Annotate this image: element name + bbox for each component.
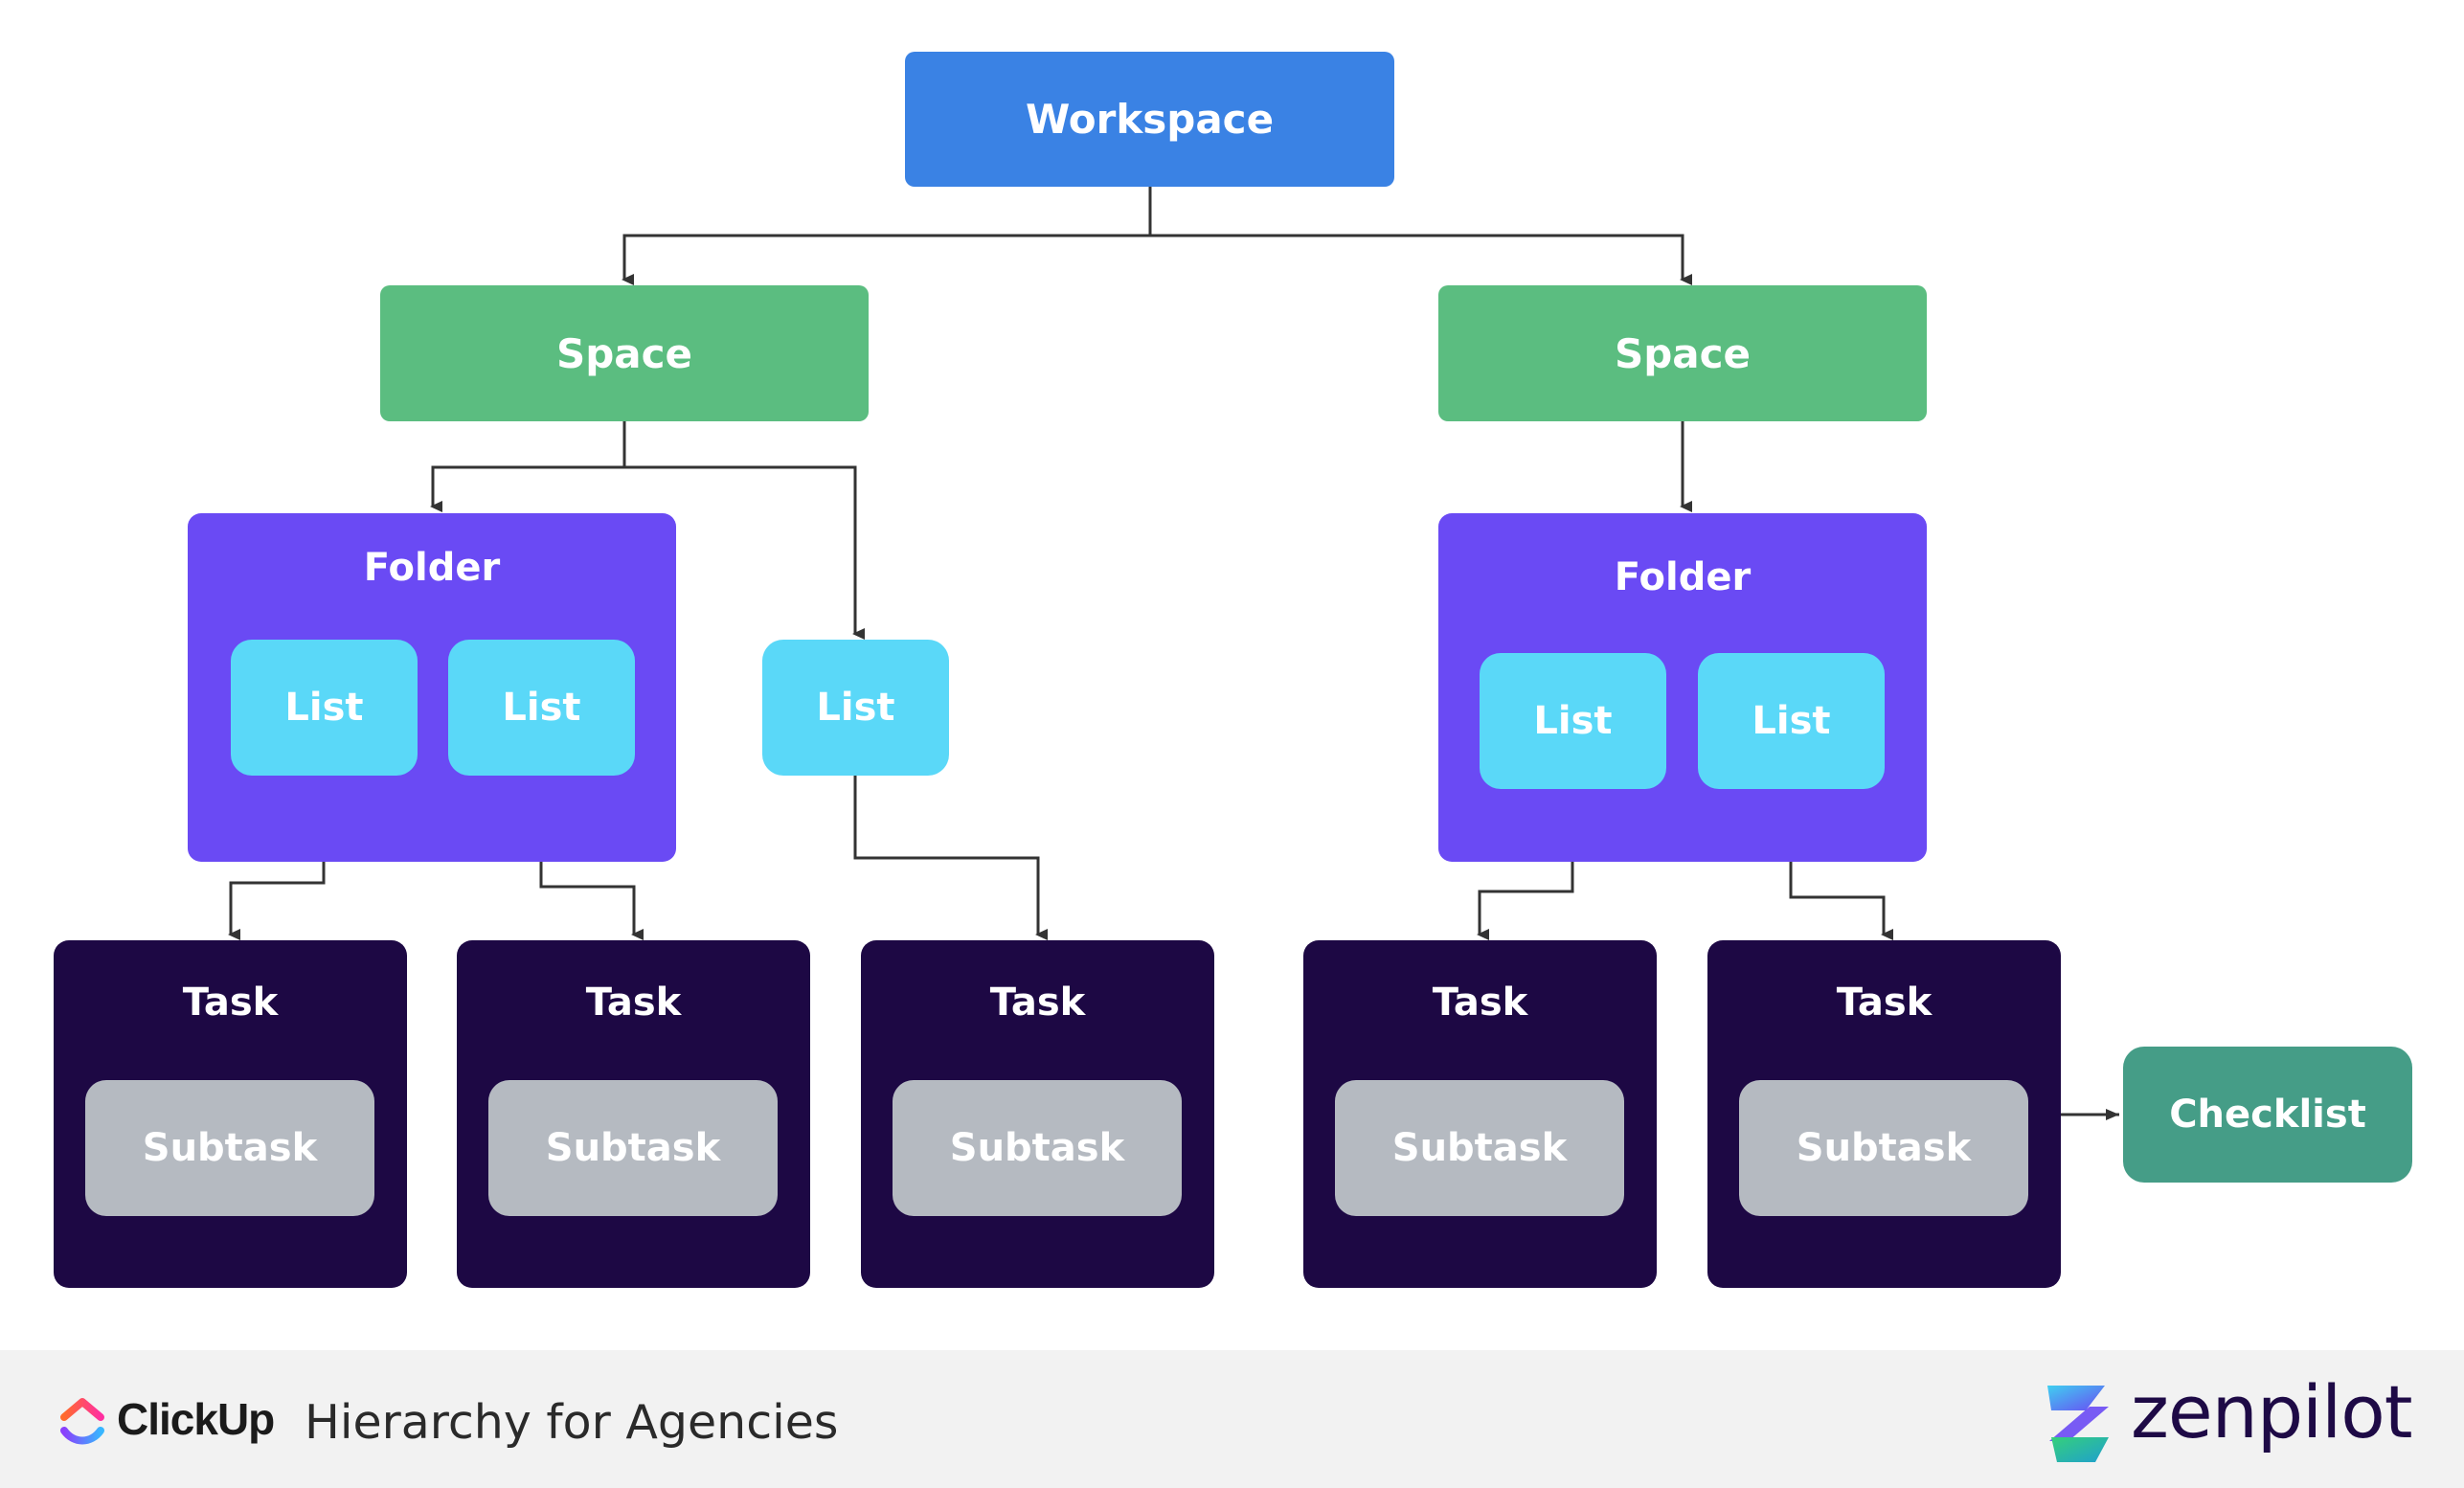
subtask-node: Subtask [1739, 1080, 2028, 1216]
list-node: List [1698, 653, 1885, 789]
space-node-left: Space [380, 285, 869, 421]
subtask-node: Subtask [85, 1080, 374, 1216]
task-label: Task [1432, 981, 1528, 1025]
connector-space-folder-left [430, 421, 626, 512]
folder-node-right: Folder List List [1438, 513, 1927, 862]
list-node: List [1480, 653, 1666, 789]
footer-title: Hierarchy for Agencies [305, 1395, 839, 1450]
connector-workspace-space-right [1150, 234, 1692, 285]
connector-list-task-3 [853, 776, 1048, 940]
checklist-node: Checklist [2123, 1047, 2412, 1183]
workspace-node: Workspace [905, 52, 1394, 187]
task-label: Task [1836, 981, 1933, 1025]
task-label: Task [585, 981, 682, 1025]
folder-label: Folder [363, 546, 501, 590]
folder-label: Folder [1614, 555, 1752, 599]
task-node-5: Task Subtask [1707, 940, 2061, 1288]
connector-space-list [624, 465, 865, 640]
zenpilot-wordmark: zenpilot [2131, 1369, 2413, 1454]
task-node-3: Task Subtask [861, 940, 1214, 1288]
task-label: Task [989, 981, 1086, 1025]
task-node-1: Task Subtask [54, 940, 407, 1288]
folder-node-left: Folder List List [188, 513, 676, 862]
task-label: Task [182, 981, 279, 1025]
list-node: List [448, 640, 635, 776]
clickup-wordmark: ClickUp [117, 1394, 275, 1444]
task-node-2: Task Subtask [457, 940, 810, 1288]
space-node-right: Space [1438, 285, 1927, 421]
clickup-logo-icon [60, 1398, 104, 1445]
list-node: List [231, 640, 418, 776]
task-node-4: Task Subtask [1303, 940, 1657, 1288]
list-node-standalone: List [762, 640, 949, 776]
subtask-node: Subtask [893, 1080, 1182, 1216]
subtask-node: Subtask [488, 1080, 778, 1216]
connector-workspace-space-left [622, 187, 1152, 285]
footer-bar [0, 1350, 2464, 1488]
subtask-node: Subtask [1335, 1080, 1624, 1216]
zenpilot-logo-icon [2047, 1386, 2109, 1462]
